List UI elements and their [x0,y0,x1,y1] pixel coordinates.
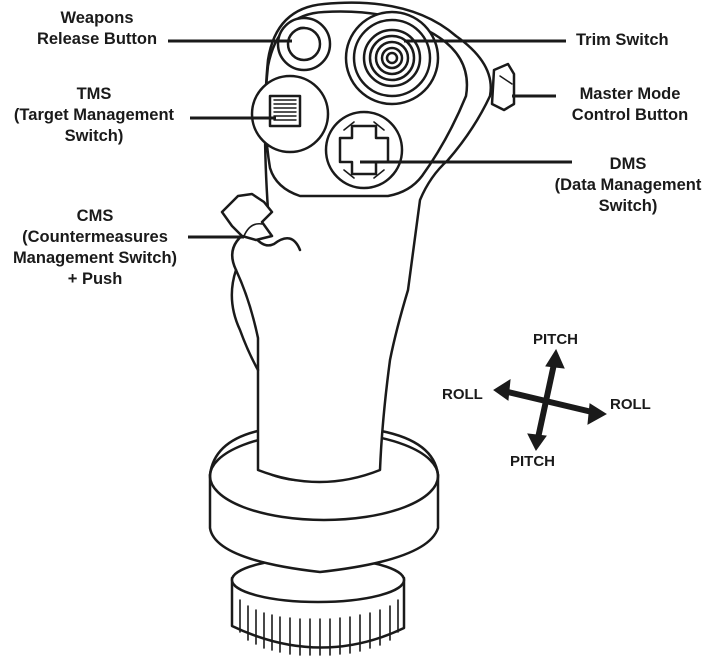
weapons-release-button-shape [276,16,332,72]
label-cms-line1: CMS [76,207,114,225]
axis-label-pitch-down: PITCH [510,453,555,470]
axis-arrows [493,348,607,451]
label-tms-line3: Switch) [64,127,124,145]
label-master-mode: Master Mode Control Button [560,84,700,126]
leader-lines [168,39,572,239]
label-tms-line1: TMS [76,85,112,103]
pitch-down-arrowhead [527,433,547,451]
label-weapons-release-line1: Weapons [60,9,134,27]
label-trim-line1: Trim Switch [576,31,669,49]
axis-label-roll-left: ROLL [442,386,483,403]
pitch-up-arrowhead [545,348,565,369]
label-tms: TMS (Target Management Switch) [4,84,184,147]
label-weapons-release: Weapons Release Button [22,8,172,50]
master-mode-button-shape [490,62,516,112]
label-dms-line3: Switch) [598,197,658,215]
pitch-axis-line [535,363,557,439]
trim-switch-shape [344,10,440,106]
roll-right-arrowhead [587,403,607,425]
label-master-mode-line2: Control Button [571,106,689,124]
label-dms: DMS (Data Management Switch) [544,154,712,217]
label-cms-line4: + Push [67,270,123,288]
label-dms-line2: (Data Management [554,176,702,194]
roll-axis-line [507,389,593,415]
label-cms-line3: Management Switch) [12,249,178,267]
label-master-mode-line1: Master Mode [579,85,681,103]
roll-left-arrowhead [493,379,511,401]
dms-switch-shape [324,110,404,190]
label-weapons-release-line2: Release Button [36,30,158,48]
axis-label-roll-right: ROLL [610,396,651,413]
label-trim: Trim Switch [576,30,669,51]
label-dms-line1: DMS [609,155,647,173]
label-cms: CMS (Countermeasures Management Switch) … [2,206,188,290]
cms-switch-shape [220,192,274,242]
label-cms-line2: (Countermeasures [22,228,168,246]
axis-label-pitch-up: PITCH [533,331,578,348]
tms-switch-shape [250,74,330,154]
label-tms-line2: (Target Management [13,106,175,124]
